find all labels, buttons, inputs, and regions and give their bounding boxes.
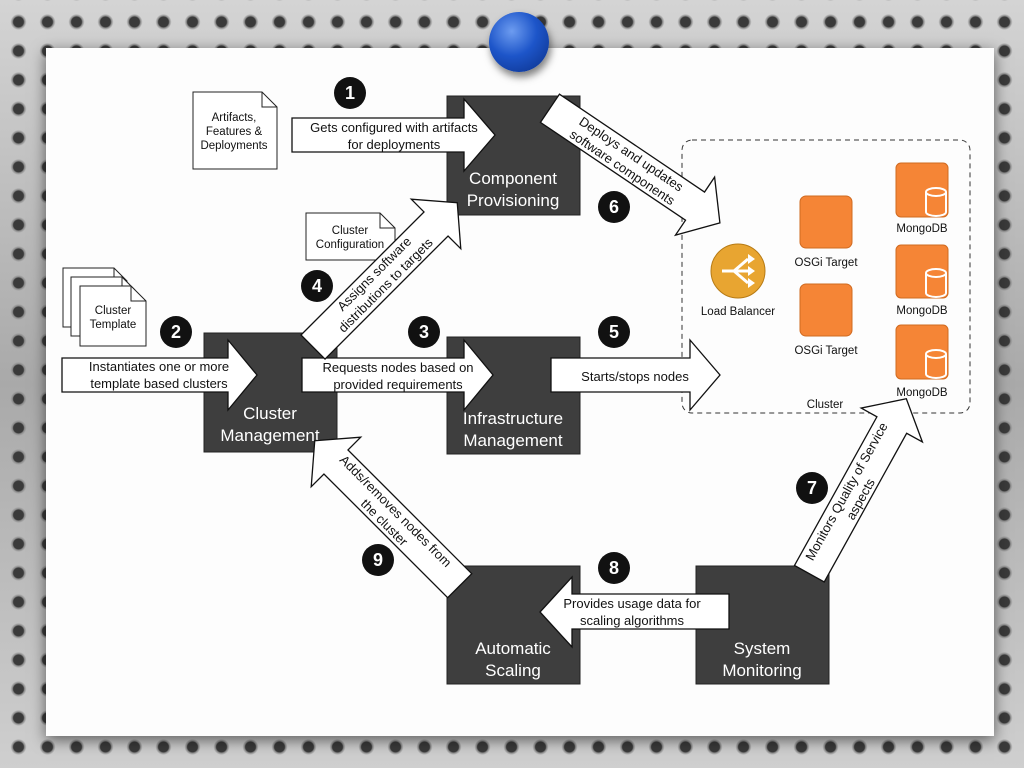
svg-text:7: 7 <box>807 478 817 498</box>
mongodb-label-3: MongoDB <box>896 387 947 399</box>
step-badge-9: 9 <box>362 544 394 576</box>
osgi-target-label-1: OSGi Target <box>794 257 858 269</box>
arrow-1-line1: Gets configured with artifacts <box>310 120 478 135</box>
osgi-target-label-2: OSGi Target <box>794 345 858 357</box>
load-balancer-label: Load Balancer <box>701 306 775 318</box>
artifacts-document-icon: Artifacts, Features & Deployments <box>192 91 278 170</box>
mongodb-icon <box>895 244 949 299</box>
svg-text:9: 9 <box>373 550 383 570</box>
step-badge-3: 3 <box>408 316 440 348</box>
component-provisioning-line1: Component <box>469 169 557 188</box>
cluster-config-doc-line2: Configuration <box>316 239 384 251</box>
step-badge-1: 1 <box>334 77 366 109</box>
arrow-1-line2: for deployments <box>348 137 441 152</box>
svg-text:3: 3 <box>419 322 429 342</box>
cluster-region <box>681 139 971 414</box>
load-balancer-icon <box>710 243 766 299</box>
cluster-template-document-stack-icon: Cluster Template <box>62 267 147 347</box>
cluster-management-line1: Cluster <box>243 404 297 423</box>
arrow-requests-nodes: Requests nodes based on provided require… <box>301 338 494 412</box>
step-badge-7: 7 <box>796 472 828 504</box>
mongodb-label-1: MongoDB <box>896 223 947 235</box>
artifacts-doc-line3: Deployments <box>200 140 267 152</box>
svg-text:4: 4 <box>312 276 322 296</box>
osgi-target-icon <box>799 195 853 249</box>
step-badge-2: 2 <box>160 316 192 348</box>
pushpin-icon <box>489 12 549 72</box>
cluster-management-line2: Management <box>220 426 320 445</box>
step-badge-6: 6 <box>598 191 630 223</box>
mongodb-icon <box>895 324 949 380</box>
svg-text:6: 6 <box>609 197 619 217</box>
arrow-3-line2: provided requirements <box>333 377 463 392</box>
artifacts-doc-line1: Artifacts, <box>212 112 257 124</box>
step-badge-5: 5 <box>598 316 630 348</box>
automatic-scaling-line1: Automatic <box>475 639 551 658</box>
system-monitoring-line1: System <box>734 639 791 658</box>
artifacts-doc-line2: Features & <box>206 126 263 138</box>
svg-text:2: 2 <box>171 322 181 342</box>
arrow-instantiates-clusters: Instantiates one or more template based … <box>61 338 258 412</box>
arrow-provides-usage-data: Provides usage data for scaling algorith… <box>539 575 730 649</box>
arrow-9-line1: Adds/removes nodes from <box>337 452 455 570</box>
svg-text:8: 8 <box>609 558 619 578</box>
arrow-starts-stops-nodes: Starts/stops nodes <box>550 338 721 412</box>
arrow-2-line2: template based clusters <box>90 376 228 391</box>
arrow-3-line1: Requests nodes based on <box>322 360 473 375</box>
cluster-config-doc-line1: Cluster <box>332 225 369 237</box>
arrow-8-line2: scaling algorithms <box>580 613 685 628</box>
infrastructure-management-line2: Management <box>463 431 563 450</box>
infrastructure-management-line1: Infrastructure <box>463 409 563 428</box>
mongodb-label-2: MongoDB <box>896 305 947 317</box>
arrow-8-line1: Provides usage data for <box>563 596 701 611</box>
step-badge-8: 8 <box>598 552 630 584</box>
system-monitoring-line2: Monitoring <box>722 661 801 680</box>
cluster-configuration-document-icon: Cluster Configuration <box>305 212 396 261</box>
cluster-template-doc-line2: Template <box>90 319 137 331</box>
step-badge-4: 4 <box>301 270 333 302</box>
cluster-label: Cluster <box>807 399 844 411</box>
svg-text:5: 5 <box>609 322 619 342</box>
svg-text:1: 1 <box>345 83 355 103</box>
component-provisioning-line2: Provisioning <box>467 191 560 210</box>
arrow-gets-configured: Gets configured with artifacts for deplo… <box>291 97 496 173</box>
automatic-scaling-line2: Scaling <box>485 661 541 680</box>
cluster-template-doc-line1: Cluster <box>95 305 132 317</box>
arrow-2-line1: Instantiates one or more <box>89 359 229 374</box>
osgi-target-icon <box>799 283 853 337</box>
mongodb-icon <box>895 162 949 218</box>
arrow-5-line1: Starts/stops nodes <box>581 369 689 384</box>
